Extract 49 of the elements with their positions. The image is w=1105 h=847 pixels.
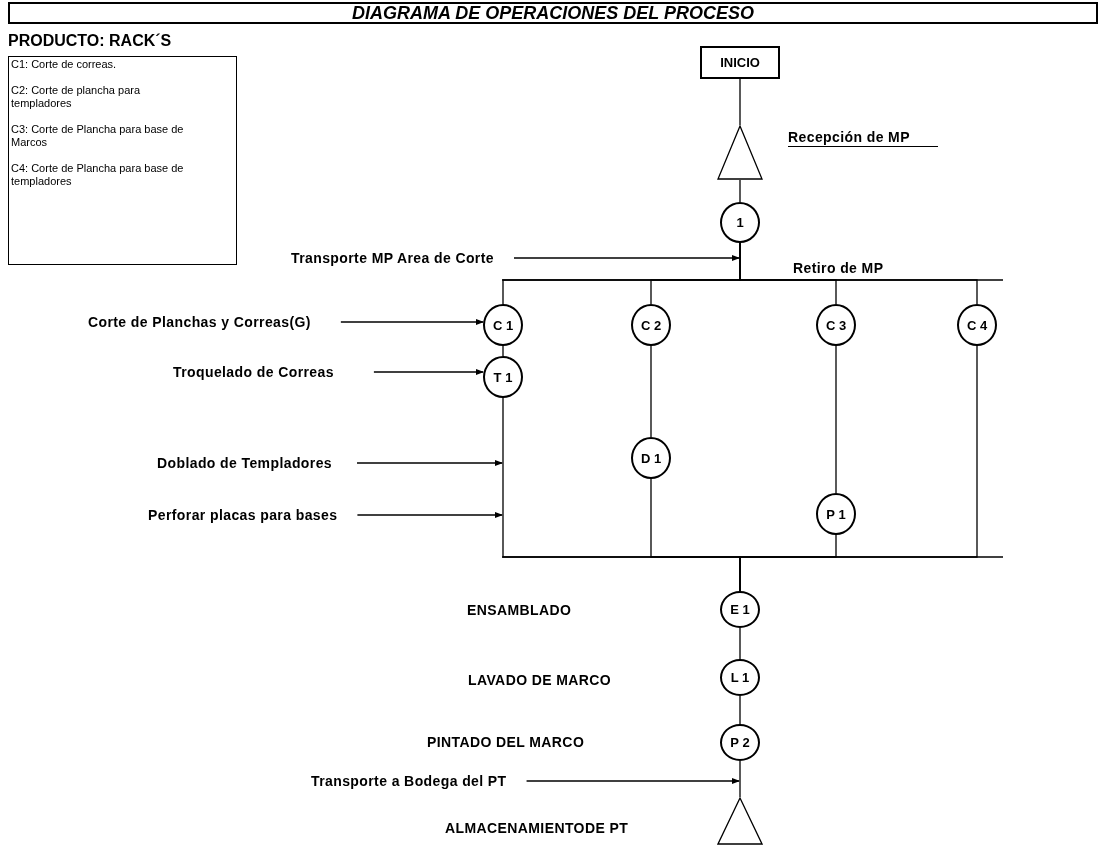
step-label: ENSAMBLADO [467,601,572,619]
step-label: Transporte a Bodega del PT [311,772,507,790]
step-label: Retiro de MP [793,259,884,277]
connector-line [739,179,741,203]
operation-circle: C 1 [483,304,523,346]
storage-triangle [717,125,763,180]
operation-circle: C 4 [957,304,997,346]
note-text: C3: Corte de Plancha para base de Marcos [11,123,185,149]
note-text: C4: Corte de Plancha para base de templadores [11,162,185,188]
operation-circle: E 1 [720,591,760,628]
arrow [373,369,484,375]
connector-line [835,345,837,494]
product-label: PRODUCTO: RACK´S [8,32,172,50]
operation-circle: P 1 [816,493,856,535]
connector-line [739,695,741,725]
connector-line [739,242,978,305]
step-label: Corte de Planchas y Correas(G) [88,313,311,331]
start-box: INICIO [700,46,780,79]
step-label: Doblado de Templadores [157,454,332,472]
connector-line [739,760,741,798]
step-label: PINTADO DEL MARCO [427,733,585,751]
step-label: Transporte MP Area de Corte [291,249,494,267]
operation-circle: T 1 [483,356,523,398]
operation-circle: C 2 [631,304,671,346]
arrow [356,512,503,518]
connector-line [502,345,504,357]
connector-line [739,627,741,660]
storage-triangle [717,797,763,845]
arrow [356,460,503,466]
title-banner: DIAGRAMA DE OPERACIONES DEL PROCESO [8,2,1098,24]
connector-line [739,345,978,592]
arrow [525,778,740,784]
operation-circle: D 1 [631,437,671,479]
connector-line [650,345,652,438]
step-label: Perforar placas para bases [148,506,338,524]
operation-circle: P 2 [720,724,760,761]
step-label: Recepción de MP [788,128,938,147]
note-text: C2: Corte de plancha para templadores [11,84,142,110]
step-label: LAVADO DE MARCO [468,671,612,689]
step-label: ALMACENAMIENTODE PT [445,819,629,837]
note-text: C1: Corte de correas. [11,58,118,71]
arrow [513,255,740,261]
node-box [8,56,237,265]
operation-circle: C 3 [816,304,856,346]
arrow [340,319,484,325]
operation-circle: L 1 [720,659,760,696]
connector-line [739,78,741,126]
operation-circle: 1 [720,202,760,243]
step-label: Troquelado de Correas [173,363,334,381]
